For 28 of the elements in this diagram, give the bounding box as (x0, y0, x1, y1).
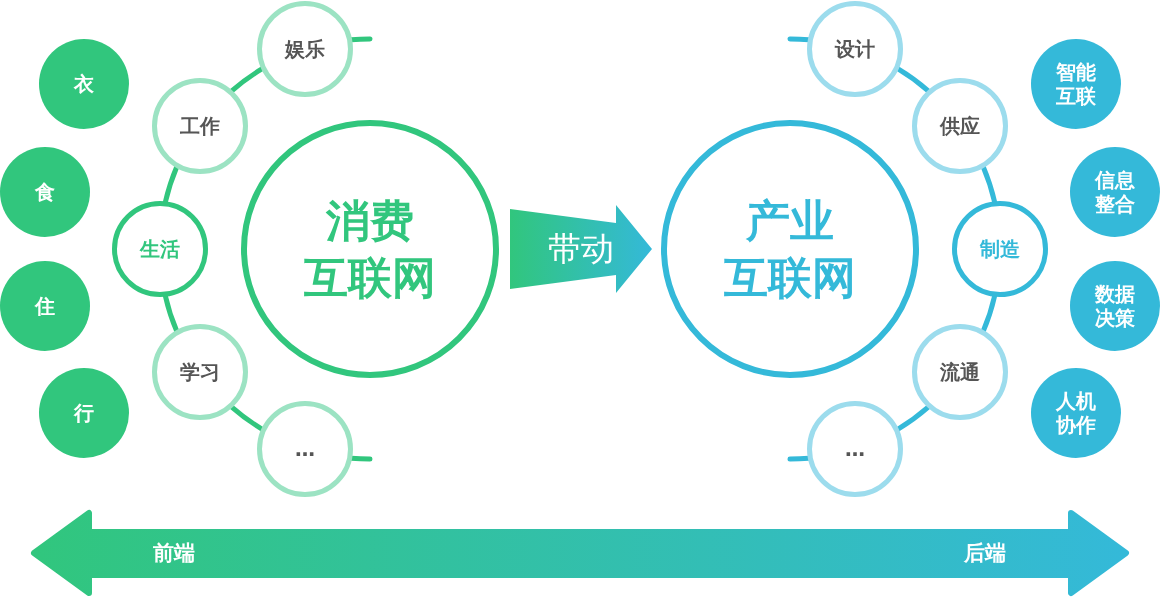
topic-label: 工作 (180, 113, 221, 138)
topic-label: 生活 (140, 237, 180, 261)
category-label: 住 (33, 294, 56, 318)
connector-line (895, 404, 931, 432)
end-label: 后端 (964, 540, 1006, 566)
end-label: 前端 (153, 540, 195, 566)
connector-line (229, 66, 265, 94)
topic-label: 娱乐 (285, 37, 326, 62)
category-label: 数据决策 (1094, 282, 1136, 330)
category-label: 智能互联 (1055, 60, 1097, 108)
hub-title: 产业互联网 (723, 194, 857, 305)
topic-label: 学习 (180, 360, 221, 385)
connector-line (229, 404, 265, 432)
category-label: 食 (34, 180, 56, 204)
more-label: … (295, 436, 316, 461)
edge-label: 带动 (548, 229, 614, 269)
connector-line (895, 66, 931, 94)
more-label: … (844, 436, 865, 461)
category-label: 衣 (72, 72, 95, 96)
hub-title: 消费互联网 (303, 194, 437, 305)
topic-label: 供应 (939, 113, 980, 138)
category-label: 人机协作 (1055, 389, 1097, 437)
category-label: 信息整合 (1094, 168, 1136, 216)
topic-label: 设计 (834, 37, 875, 62)
category-label: 行 (72, 401, 95, 425)
topic-label: 制造 (980, 237, 1020, 261)
topic-label: 流通 (939, 360, 980, 385)
flow-arrow (510, 205, 652, 293)
